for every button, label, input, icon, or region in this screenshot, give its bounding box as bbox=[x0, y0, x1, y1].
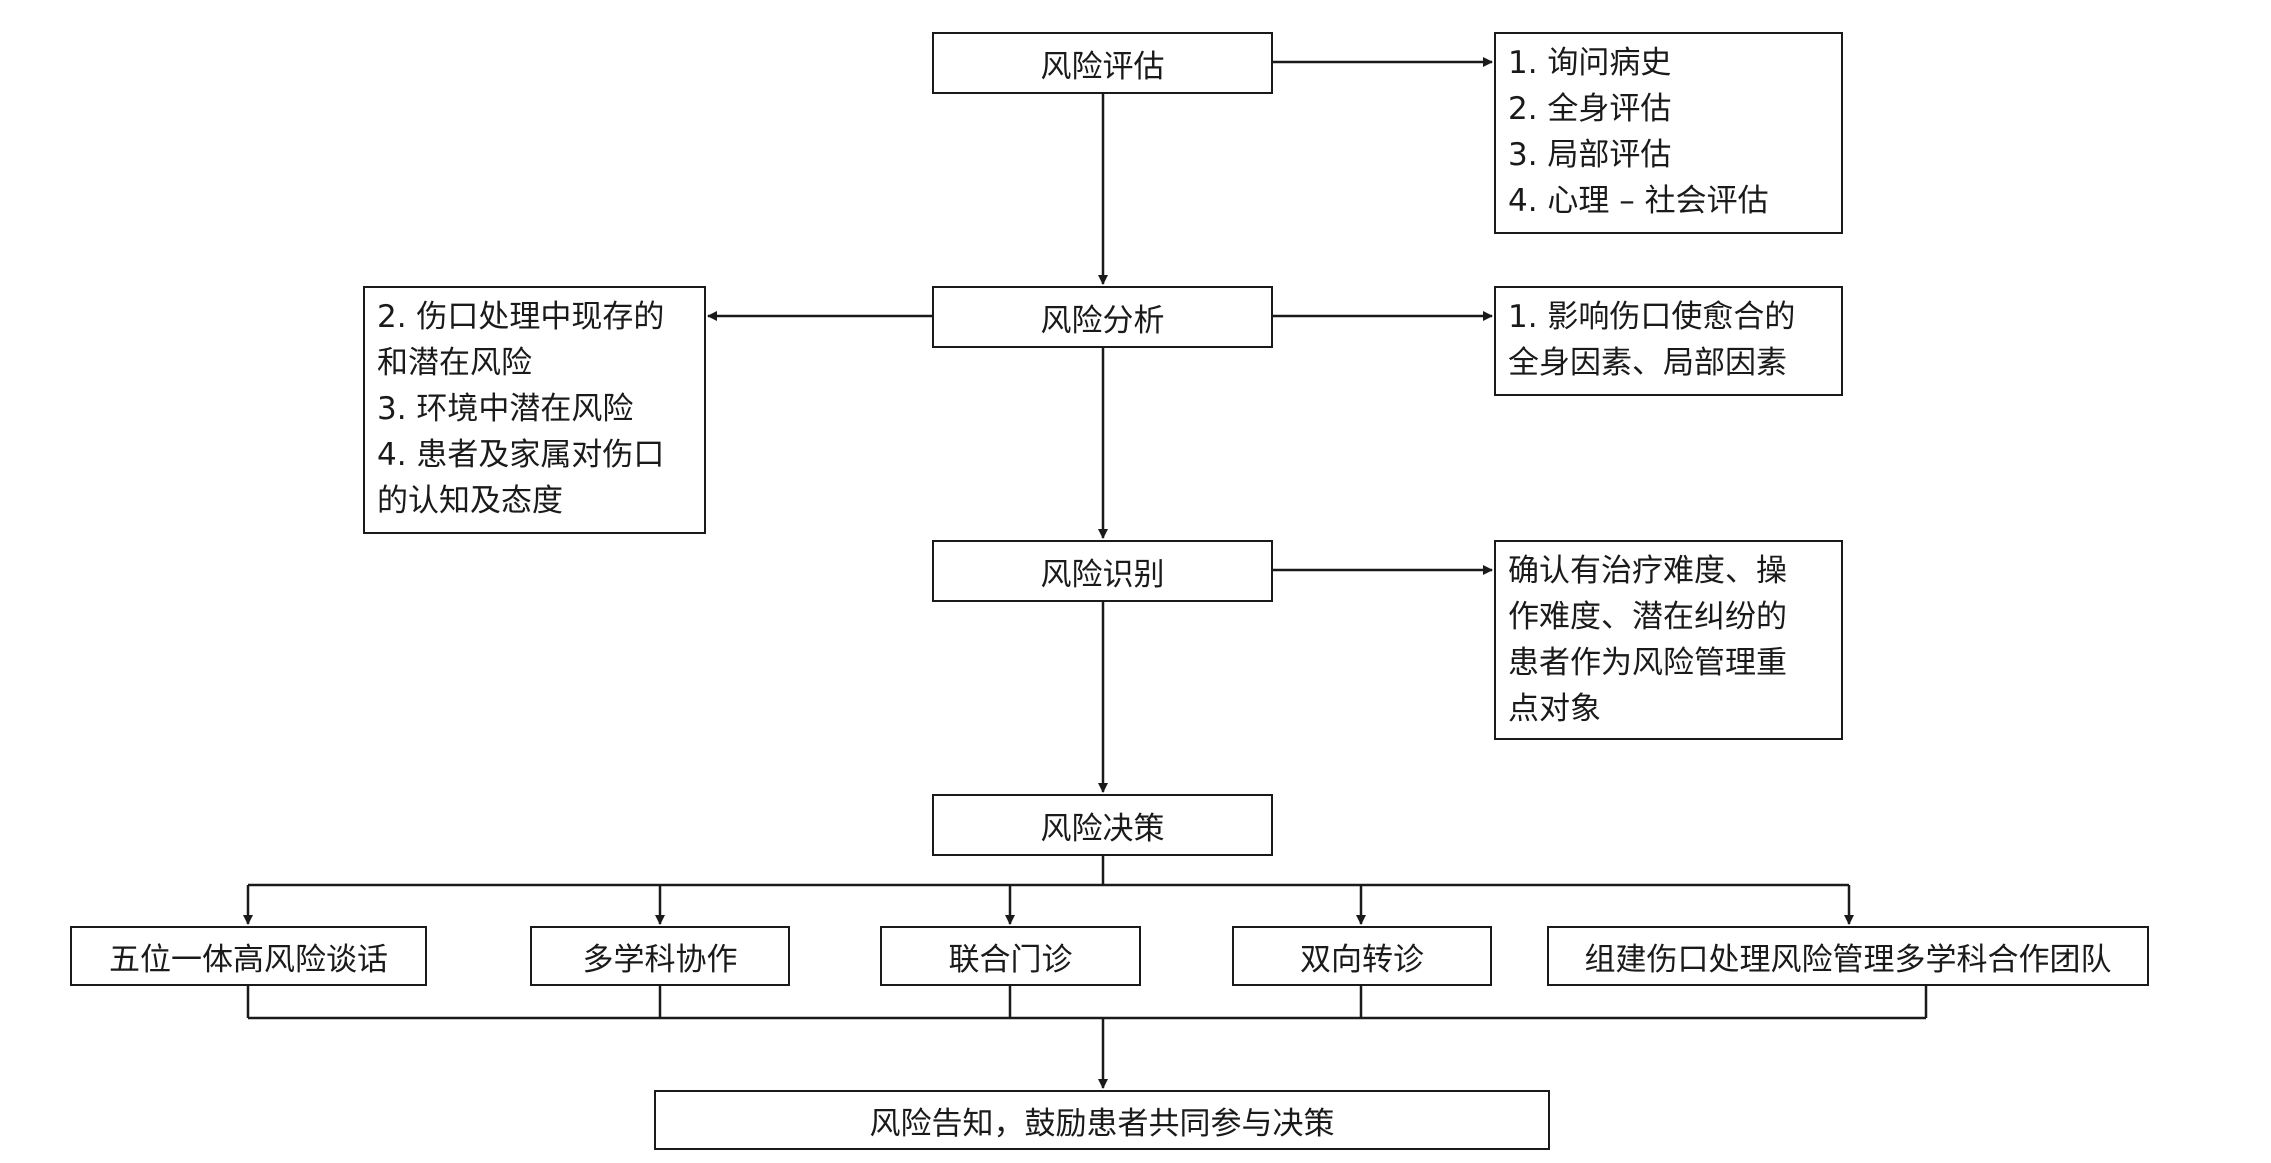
identification-details-box: 确认有治疗难度、操 作难度、潜在纠纷的 患者作为风险管理重 点对象 bbox=[1494, 540, 1843, 740]
identification-line: 确认有治疗难度、操 bbox=[1508, 553, 1787, 589]
identification-line: 点对象 bbox=[1508, 691, 1601, 727]
identification-line: 作难度、潜在纠纷的 bbox=[1508, 599, 1787, 635]
analysis-left-line: 4. 患者及家属对伤口 bbox=[377, 437, 665, 473]
analysis-left-box: 2. 伤口处理中现存的 和潜在风险 3. 环境中潜在风险 4. 患者及家属对伤口… bbox=[363, 286, 706, 534]
risk-identification-box: 风险识别 bbox=[932, 540, 1273, 602]
analysis-right-line: 全身因素、局部因素 bbox=[1508, 345, 1787, 381]
option-five-in-one-talk: 五位一体高风险谈话 bbox=[70, 926, 427, 986]
final-step-box: 风险告知，鼓励患者共同参与决策 bbox=[654, 1090, 1550, 1150]
identification-line: 患者作为风险管理重 bbox=[1508, 645, 1787, 681]
option-joint-clinic: 联合门诊 bbox=[880, 926, 1141, 986]
assessment-item: 3. 局部评估 bbox=[1508, 137, 1672, 173]
analysis-right-box: 1. 影响伤口使愈合的 全身因素、局部因素 bbox=[1494, 286, 1843, 396]
option-two-way-referral: 双向转诊 bbox=[1232, 926, 1492, 986]
risk-decision-box: 风险决策 bbox=[932, 794, 1273, 856]
risk-analysis-box: 风险分析 bbox=[932, 286, 1273, 348]
analysis-right-line: 1. 影响伤口使愈合的 bbox=[1508, 299, 1796, 335]
analysis-left-line: 3. 环境中潜在风险 bbox=[377, 391, 634, 427]
analysis-left-line: 和潜在风险 bbox=[377, 345, 532, 381]
option-team-building: 组建伤口处理风险管理多学科合作团队 bbox=[1547, 926, 2149, 986]
assessment-item: 2. 全身评估 bbox=[1508, 91, 1672, 127]
option-multidisciplinary: 多学科协作 bbox=[530, 926, 790, 986]
assessment-details-box: 1. 询问病史 2. 全身评估 3. 局部评估 4. 心理 – 社会评估 bbox=[1494, 32, 1843, 234]
analysis-left-line: 的认知及态度 bbox=[377, 483, 563, 519]
assessment-item: 1. 询问病史 bbox=[1508, 45, 1672, 81]
analysis-left-line: 2. 伤口处理中现存的 bbox=[377, 299, 665, 335]
risk-assessment-box: 风险评估 bbox=[932, 32, 1273, 94]
assessment-item: 4. 心理 – 社会评估 bbox=[1508, 183, 1769, 219]
